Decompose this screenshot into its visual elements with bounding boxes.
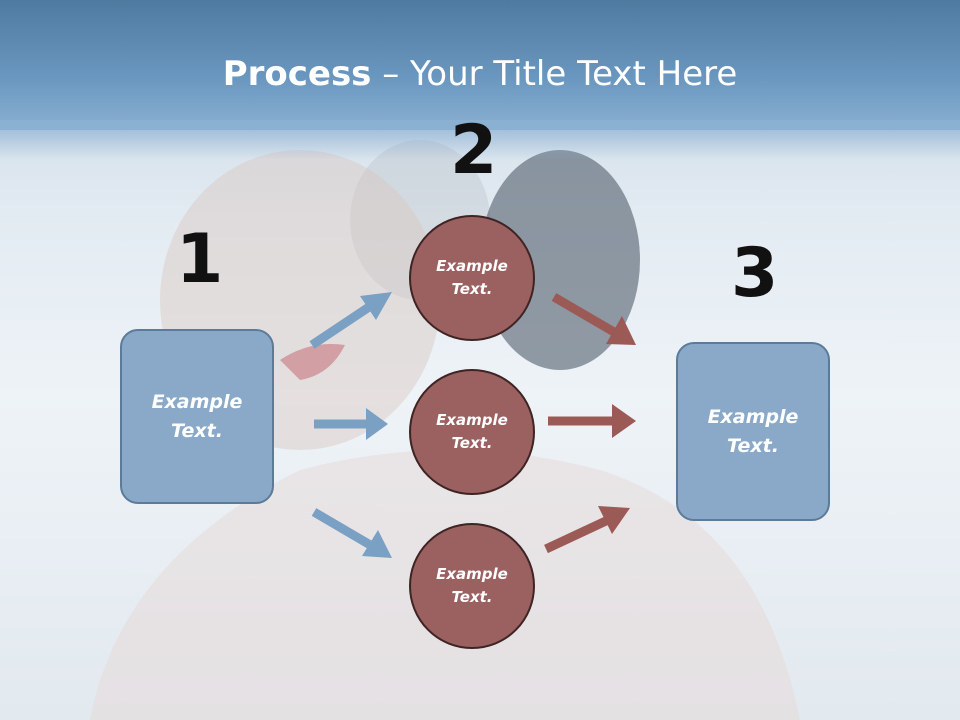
right-step-box: Example Text. — [676, 342, 830, 521]
circle-top-line1: Example — [436, 256, 508, 275]
left-box-line2: Text. — [171, 419, 223, 442]
right-box-line1: Example — [707, 406, 799, 428]
slide-title: Process – Your Title Text Here — [0, 54, 960, 94]
right-box-line2: Text. — [727, 434, 779, 457]
left-step-box: Example Text. — [120, 329, 274, 504]
arrow-left-to-middle — [314, 408, 388, 440]
circle-bottom-line2: Text. — [451, 588, 493, 606]
step-number-3: 3 — [731, 234, 779, 313]
left-box-line1: Example — [151, 391, 243, 413]
title-bold: Process — [222, 54, 372, 94]
arrow-left-to-top — [309, 292, 392, 349]
arrow-top-to-right — [551, 293, 636, 345]
circle-middle-line1: Example — [436, 410, 508, 429]
circle-step-middle: Example Text. — [409, 369, 535, 495]
circle-top-line2: Text. — [451, 280, 493, 298]
circle-bottom-line1: Example — [436, 564, 508, 583]
circle-middle-line2: Text. — [451, 434, 493, 452]
circle-step-bottom: Example Text. — [409, 523, 535, 649]
arrow-left-to-bottom — [311, 508, 392, 558]
circle-step-top: Example Text. — [409, 215, 535, 341]
title-rest: – Your Title Text Here — [371, 54, 738, 94]
arrow-bottom-to-right — [544, 506, 630, 554]
title-bar-fade — [0, 120, 960, 160]
title-bar — [0, 0, 960, 130]
step-number-2: 2 — [450, 111, 498, 190]
step-number-1: 1 — [176, 220, 224, 299]
arrow-middle-to-right — [548, 404, 636, 438]
